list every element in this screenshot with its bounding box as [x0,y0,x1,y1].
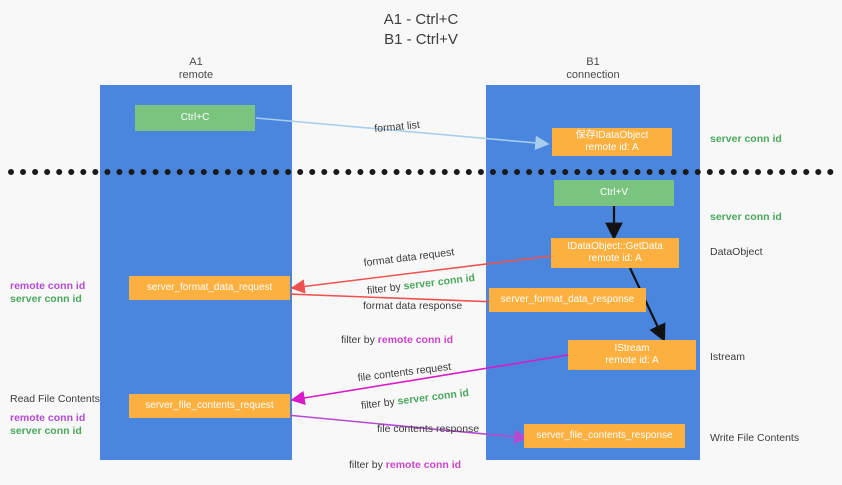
arrow-format-data-request [290,255,552,294]
note-remote-conn-id-1: remote conn id [10,280,86,292]
arrow-format-list [255,117,550,151]
label-format-data-response-text: format data response [363,300,463,312]
label-file-contents-response-filter: filter by [349,459,386,471]
label-file-contents-response-text: file contents response [377,423,480,435]
label-file-contents-response-filter-value: remote conn id [385,459,462,471]
box-ctrl-v[interactable]: Ctrl+V [554,180,674,206]
label-file-contents-request-text: file contents request [357,360,452,385]
label-format-data-response: format data response filter by remote co… [341,285,463,347]
box-ctrl-c[interactable]: Ctrl+C [135,105,255,131]
arrow-file-contents-request [290,354,569,406]
note-server-conn-id-1: server conn id [10,293,82,305]
box-istream[interactable]: IStream remote id: A [568,340,696,370]
box-save-idataobject[interactable]: 保存IDataObject remote id: A [552,128,672,156]
box-server-format-data-response[interactable]: server_format_data_response [489,288,646,312]
note-dataobject: DataObject [710,246,763,258]
label-format-data-response-filter-value: remote conn id [377,334,454,346]
box-server-format-data-request[interactable]: server_format_data_request [129,276,290,300]
note-server-conn-id-2: server conn id [10,425,82,437]
note-remote-conn-id-2: remote conn id [10,412,86,424]
lane-header-a1: A1 remote [178,56,214,81]
arrow-getdata-to-istream [629,267,666,342]
box-server-file-contents-request[interactable]: server_file_contents_request [129,394,290,418]
box-server-file-contents-response[interactable]: server_file_contents_response [524,424,685,448]
box-getdata[interactable]: IDataObject::GetData remote id: A [551,238,679,268]
note-server-conn-id-top: server conn id [710,133,782,145]
note-write-file-contents: Write File Contents [710,432,800,444]
label-file-contents-response: file contents response filter by remote … [349,408,480,472]
note-read-file-contents: Read File Contents [10,393,100,405]
page-title: A1 - Ctrl+C B1 - Ctrl+V [383,11,459,48]
lane-header-b1: B1 connection [566,56,620,81]
label-format-data-request-text: format data request [363,246,455,270]
label-format-data-response-filter: filter by [341,334,378,346]
note-istream: Istream [710,351,746,363]
phase-divider [8,169,834,175]
note-server-conn-id-mid: server conn id [710,211,782,223]
